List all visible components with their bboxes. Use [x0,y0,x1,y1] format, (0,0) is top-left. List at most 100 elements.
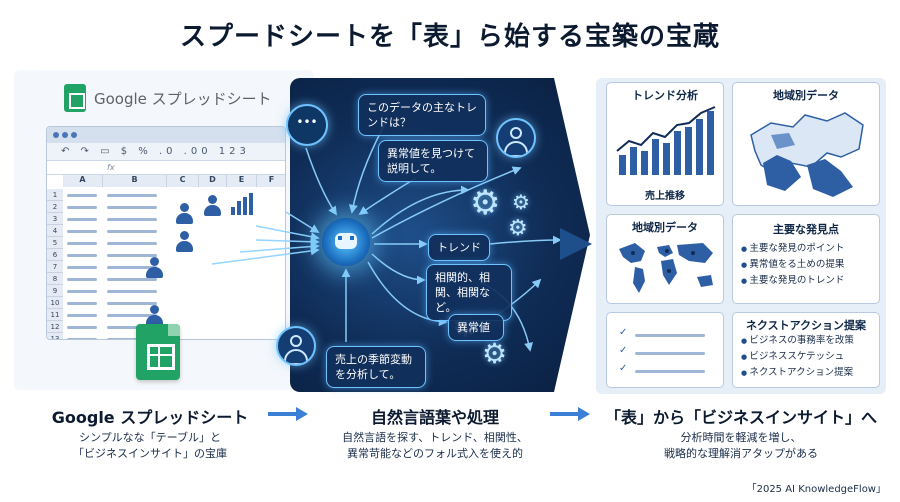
key-findings-card: 主要な発見点 主要な発見のポイント 異常値をる土めの提果 主要な発見のトレンド [732,214,880,304]
sheet-toolbar[interactable]: ↶ ↷ ▭ $ % .0 .00 123 [47,143,285,161]
world-map [619,243,713,293]
cell-content[interactable] [107,242,157,245]
column-header[interactable]: D [199,175,227,187]
actions-list: ビジネスの事務率を改策 ビジネススケテッシュ ネクストアクション提案 [741,333,854,381]
gear-icon: ⚙ [512,190,530,214]
left-section-title: Google スプレッドシート [51,408,249,427]
findings-list: 主要な発見のポイント 異常値をる土めの提果 主要な発見のトレンド [741,241,844,289]
user-icon [496,118,536,158]
cell-content[interactable] [67,338,97,339]
cell-content[interactable] [67,194,97,197]
mini-bar-chart-icon [231,193,257,215]
app-name: Google スプレッドシート [94,90,272,108]
row-header[interactable]: 7 [47,261,63,273]
cell-content[interactable] [67,290,97,293]
row-header[interactable]: 11 [47,309,63,321]
list-item: ビジネススケテッシュ [741,349,854,365]
window-dot-icon [62,132,68,138]
checklist-card: ✓ ✓ ✓ [606,312,724,388]
cell-content[interactable] [107,290,157,293]
card-title: トレンド分析 [632,89,698,102]
row-header[interactable]: 12 [47,321,63,333]
credit-text: 「2025 AI KnowledgeFlow」 [746,484,886,495]
cell-content[interactable] [67,230,97,233]
row-header[interactable]: 3 [47,213,63,225]
chat-bubble-icon [286,104,328,146]
formula-bar[interactable]: fx [47,161,285,175]
row-header[interactable]: 2 [47,201,63,213]
row-header[interactable]: 9 [47,285,63,297]
prompt-bubble-seasonal: 売上の季節変動を分析して。 [326,346,426,388]
cell-content[interactable] [107,194,157,197]
list-item: ビジネスの事務率を改策 [741,333,854,349]
card-title: ネクストアクション提案 [745,319,867,332]
person-icon [175,231,193,253]
checklist-line [635,370,705,373]
cell-content[interactable] [107,206,157,209]
page-title: スプードシートを「表」ら始する宝築の宝蔵 [179,22,720,52]
cell-content[interactable] [67,218,97,221]
next-actions-card: ネクストアクション提案 ビジネスの事務率を改策 ビジネススケテッシュ ネクストア… [732,312,880,388]
prompt-bubble-trend: このデータの主なトレンドは？ [358,94,486,136]
card-title: 地域別データ [773,89,839,102]
gear-icon: ⚙ [470,183,501,223]
row-header[interactable]: 6 [47,249,63,261]
left-section-desc: 「ビジネスインサイト」の宝庫 [73,447,227,460]
column-header[interactable]: E [227,175,257,187]
check-icon: ✓ [619,327,628,338]
row-header[interactable]: 1 [47,189,63,201]
row-header[interactable]: 5 [47,237,63,249]
cell-content[interactable] [67,314,97,317]
arrow-right-icon [550,407,590,421]
row-header[interactable]: 4 [47,225,63,237]
cell-content[interactable] [107,338,157,339]
card-title: 地域別データ [632,221,698,234]
person-icon [175,203,193,225]
arrow-right-icon [268,407,308,421]
center-section-title: 自然言語葉や処理 [370,408,499,427]
cell-content[interactable] [67,278,97,281]
cell-content[interactable] [67,206,97,209]
cell-content[interactable] [67,302,97,305]
column-header[interactable]: F [257,175,285,187]
column-header[interactable]: B [103,175,167,187]
person-icon [203,195,221,217]
ai-robot-icon [322,218,370,266]
gear-icon: ⚙ [508,216,528,241]
cell-content[interactable] [67,254,97,257]
cell-content[interactable] [67,266,97,269]
region-map [750,112,864,197]
window-dot-icon [71,132,77,138]
cell-content[interactable] [107,230,157,233]
list-item: 主要な発見のポイント [741,241,844,257]
world-map-card: 地域別データ [606,214,724,304]
cell-content[interactable] [107,314,157,317]
google-sheets-icon [64,84,86,112]
row-header[interactable]: 8 [47,273,63,285]
region-data-card: 地域別データ [732,82,880,206]
user-icon [276,326,316,366]
google-sheets-large-icon [136,324,180,380]
person-icon [145,257,163,279]
trend-chart [616,106,716,175]
window-titlebar [47,127,285,143]
cell-content[interactable] [107,278,157,281]
output-anomaly-tag: 異常値 [448,314,504,341]
cell-content[interactable] [67,242,97,245]
column-header[interactable]: C [167,175,199,187]
window-dot-icon [53,132,59,138]
cell-content[interactable] [67,326,97,329]
row-header[interactable]: 13 [47,333,63,339]
card-title: 主要な発見点 [773,223,839,236]
left-section-desc: シンプルなな「テーブル」と [78,431,221,444]
cell-content[interactable] [107,302,157,305]
cell-content[interactable] [107,254,157,257]
list-item: 異常値をる土めの提果 [741,257,844,273]
cell-content[interactable] [107,326,157,329]
cell-content[interactable] [107,218,157,221]
check-icon: ✓ [619,363,628,374]
row-header[interactable]: 10 [47,297,63,309]
cell-content[interactable] [107,266,157,269]
column-header[interactable]: A [63,175,103,187]
